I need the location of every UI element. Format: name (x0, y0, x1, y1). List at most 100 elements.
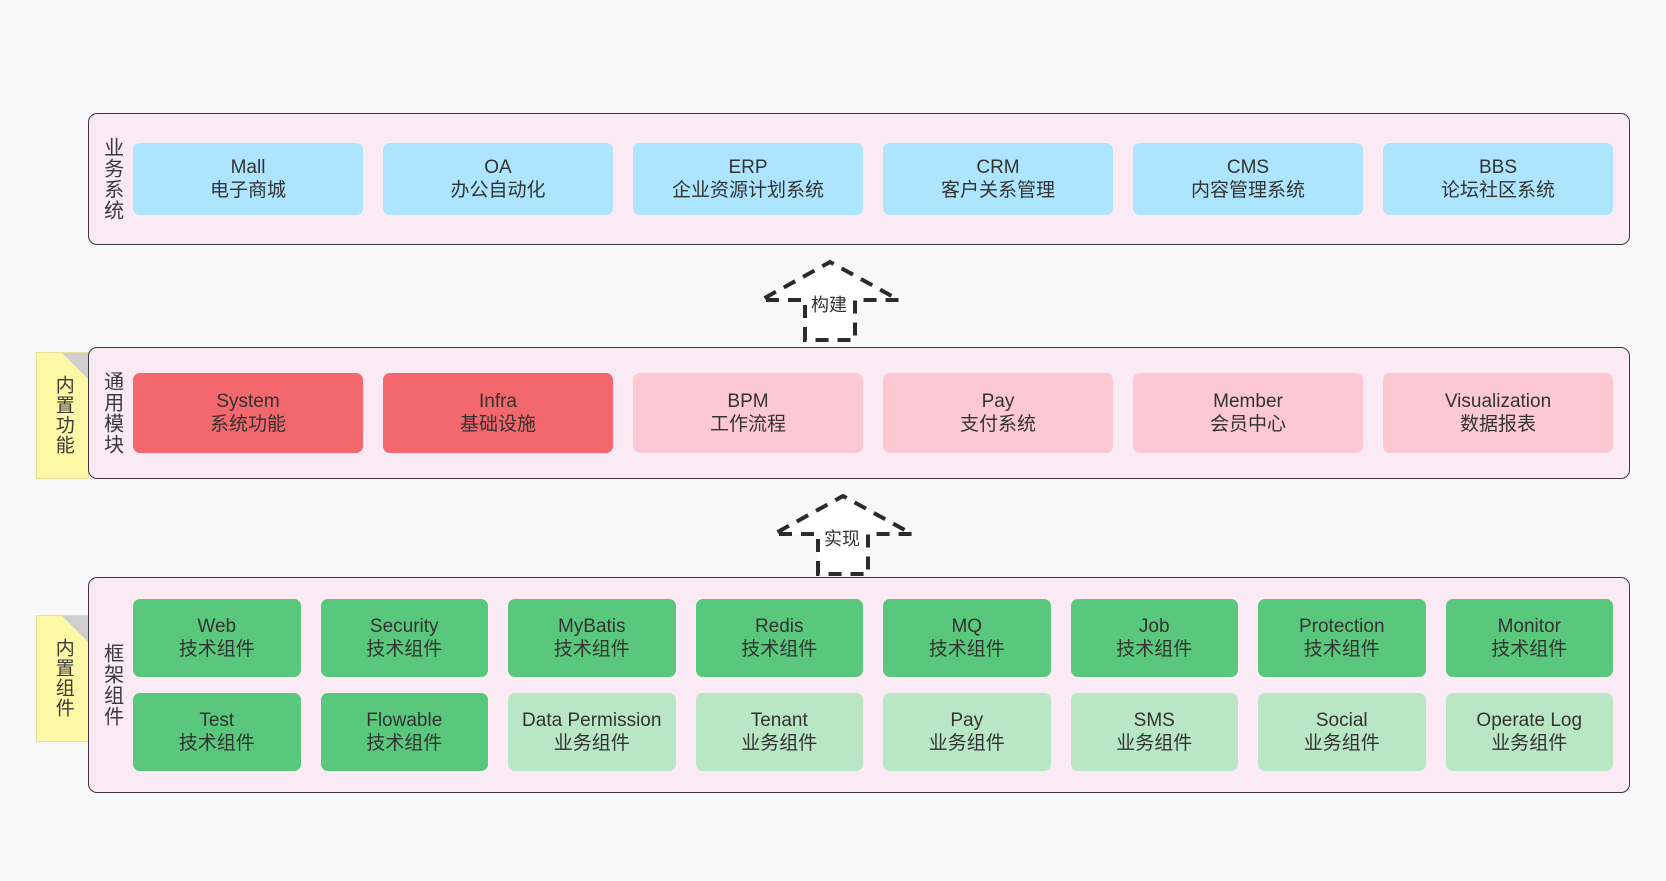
module-name: Flowable (366, 709, 443, 731)
layer-body-business-systems: Mall 电子商城 OA 办公自动化 ERP 企业资源计划系统 CRM 客户关系… (133, 114, 1629, 244)
module-card-mall[interactable]: Mall 电子商城 (133, 143, 363, 215)
module-card-monitor[interactable]: Monitor 技术组件 (1445, 599, 1613, 677)
module-desc: 内容管理系统 (1190, 180, 1305, 201)
module-desc: 技术组件 (928, 639, 1005, 660)
module-name: Operate Log (1476, 709, 1583, 731)
module-desc: 工作流程 (709, 414, 786, 435)
module-card-mybatis[interactable]: MyBatis 技术组件 (508, 599, 676, 677)
module-card-crm[interactable]: CRM 客户关系管理 (883, 143, 1113, 215)
module-card-visualization[interactable]: Visualization 数据报表 (1383, 373, 1613, 453)
layer-title-common-modules: 通用模块 (100, 371, 123, 455)
module-card-tenant[interactable]: Tenant 业务组件 (695, 693, 863, 771)
module-name: MyBatis (557, 615, 626, 637)
row: Mall 电子商城 OA 办公自动化 ERP 企业资源计划系统 CRM 客户关系… (133, 143, 1613, 215)
module-desc: 支付系统 (959, 414, 1036, 435)
note-fold-corner (62, 353, 88, 379)
layer-body-framework-components: Web 技术组件 Security 技术组件 MyBatis 技术组件 Redi… (133, 578, 1629, 792)
note-fold-corner (62, 616, 88, 642)
module-desc: 业务组件 (1303, 733, 1380, 754)
module-desc: 论坛社区系统 (1440, 180, 1555, 201)
module-desc: 技术组件 (178, 639, 255, 660)
module-desc: 技术组件 (1491, 639, 1568, 660)
layer-title-framework-components: 框架组件 (100, 643, 123, 727)
row: System 系统功能 Infra 基础设施 BPM 工作流程 Pay 支付系统… (133, 373, 1613, 453)
module-name: MQ (951, 615, 983, 637)
module-card-security[interactable]: Security 技术组件 (320, 599, 488, 677)
module-desc: 技术组件 (741, 639, 818, 660)
module-name: Visualization (1444, 390, 1552, 412)
module-card-job[interactable]: Job 技术组件 (1070, 599, 1238, 677)
module-name: Pay (950, 709, 984, 731)
module-card-test[interactable]: Test 技术组件 (133, 693, 301, 771)
module-card-data-permission[interactable]: Data Permission 业务组件 (508, 693, 676, 771)
module-card-mq[interactable]: MQ 技术组件 (883, 599, 1051, 677)
module-name: BBS (1478, 156, 1518, 178)
module-card-sms[interactable]: SMS 业务组件 (1070, 693, 1238, 771)
module-name: System (216, 390, 280, 412)
module-card-bbs[interactable]: BBS 论坛社区系统 (1383, 143, 1613, 215)
module-name: Security (369, 615, 439, 637)
module-name: Pay (981, 390, 1015, 412)
module-name: Monitor (1497, 615, 1561, 637)
module-card-cms[interactable]: CMS 内容管理系统 (1133, 143, 1363, 215)
module-desc: 基础设施 (459, 414, 536, 435)
sticky-note-label: 内置组件 (52, 637, 74, 718)
module-desc: 业务组件 (1491, 733, 1568, 754)
module-desc: 业务组件 (928, 733, 1005, 754)
connector-implement-label: 实现 (824, 529, 860, 549)
module-card-social[interactable]: Social 业务组件 (1258, 693, 1426, 771)
module-name: Redis (754, 615, 804, 637)
module-name: Infra (478, 390, 518, 412)
module-name: Mall (230, 156, 266, 178)
connector-build-label: 构建 (811, 295, 847, 315)
module-desc: 办公自动化 (450, 180, 546, 201)
module-desc: 技术组件 (1116, 639, 1193, 660)
module-card-infra[interactable]: Infra 基础设施 (383, 373, 613, 453)
layer-business-systems: 业务系统 Mall 电子商城 OA 办公自动化 ERP 企业资源计划系统 CRM… (88, 113, 1630, 245)
module-desc: 业务组件 (1116, 733, 1193, 754)
sticky-note-label: 内置功能 (52, 374, 74, 455)
sticky-note-builtin-components: 内置组件 (36, 615, 89, 742)
module-name: Test (199, 709, 235, 731)
module-name: Data Permission (522, 709, 662, 731)
row: Web 技术组件 Security 技术组件 MyBatis 技术组件 Redi… (133, 599, 1613, 677)
module-card-member[interactable]: Member 会员中心 (1133, 373, 1363, 453)
module-desc: 业务组件 (553, 733, 630, 754)
module-card-system[interactable]: System 系统功能 (133, 373, 363, 453)
module-name: SMS (1133, 709, 1175, 731)
module-desc: 系统功能 (209, 414, 286, 435)
module-name: OA (484, 156, 512, 178)
module-card-oa[interactable]: OA 办公自动化 (383, 143, 613, 215)
sticky-note-builtin-functions: 内置功能 (36, 352, 89, 479)
module-desc: 技术组件 (366, 733, 443, 754)
module-card-web[interactable]: Web 技术组件 (133, 599, 301, 677)
module-card-pay[interactable]: Pay 支付系统 (883, 373, 1113, 453)
module-card-pay-business[interactable]: Pay 业务组件 (883, 693, 1051, 771)
layer-body-common-modules: System 系统功能 Infra 基础设施 BPM 工作流程 Pay 支付系统… (133, 348, 1629, 478)
layer-framework-components: 框架组件 Web 技术组件 Security 技术组件 MyBatis 技术组件… (88, 577, 1630, 793)
module-desc: 技术组件 (1303, 639, 1380, 660)
module-card-operate-log[interactable]: Operate Log 业务组件 (1445, 693, 1613, 771)
module-desc: 数据报表 (1459, 414, 1536, 435)
module-card-flowable[interactable]: Flowable 技术组件 (320, 693, 488, 771)
layer-common-modules: 通用模块 System 系统功能 Infra 基础设施 BPM 工作流程 Pay… (88, 347, 1630, 479)
module-desc: 业务组件 (741, 733, 818, 754)
module-name: Social (1315, 709, 1368, 731)
layer-title-business-systems: 业务系统 (100, 137, 123, 221)
module-name: Job (1138, 615, 1170, 637)
module-card-protection[interactable]: Protection 技术组件 (1258, 599, 1426, 677)
module-desc: 客户关系管理 (940, 180, 1055, 201)
module-name: ERP (728, 156, 768, 178)
module-name: CRM (976, 156, 1020, 178)
module-card-erp[interactable]: ERP 企业资源计划系统 (633, 143, 863, 215)
module-desc: 会员中心 (1209, 414, 1286, 435)
module-card-bpm[interactable]: BPM 工作流程 (633, 373, 863, 453)
module-card-redis[interactable]: Redis 技术组件 (695, 599, 863, 677)
module-name: Web (197, 615, 237, 637)
module-desc: 技术组件 (178, 733, 255, 754)
connector-build-arrow (757, 258, 903, 346)
module-name: Protection (1298, 615, 1385, 637)
module-desc: 企业资源计划系统 (671, 180, 824, 201)
module-desc: 技术组件 (366, 639, 443, 660)
